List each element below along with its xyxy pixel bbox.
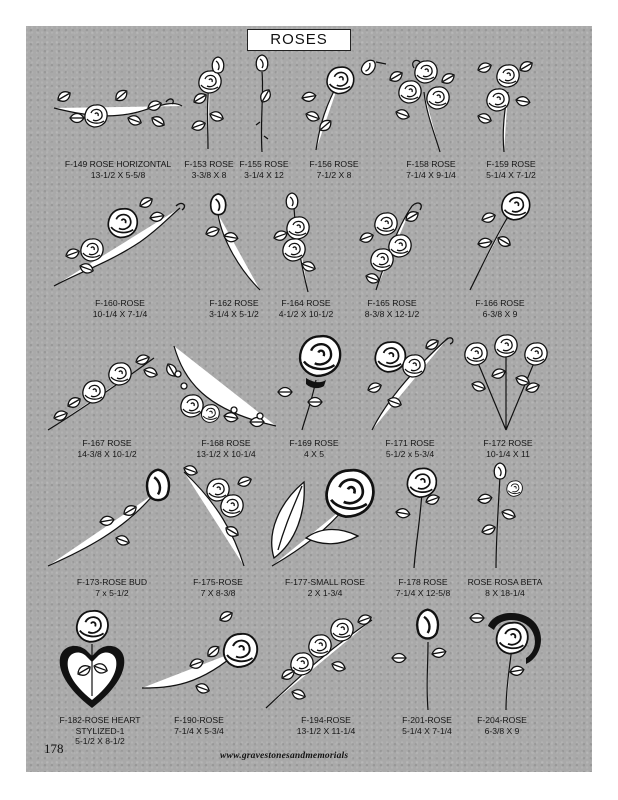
rose-f156-art — [300, 56, 387, 151]
rose-f160-art — [53, 194, 186, 287]
rose-f175-art — [181, 464, 254, 567]
rose-f190-art — [141, 610, 259, 696]
rose-f158-art — [387, 59, 458, 153]
rose-f162-art — [203, 193, 261, 291]
website-footer: www.gravestonesandmemorials — [220, 751, 349, 761]
rose-heart-f182-art — [59, 609, 125, 708]
rose-f178-art — [394, 467, 442, 569]
rose-f159-art — [475, 58, 536, 153]
rose-f171-art — [365, 336, 454, 431]
rose-f201-art — [391, 608, 448, 711]
rose-f155-art — [255, 54, 274, 153]
rose-f204-art — [469, 612, 541, 711]
rose-horizontal-art — [53, 86, 183, 130]
small-rose-f177-art — [271, 468, 375, 567]
rose-f172-art — [464, 334, 548, 431]
page-number: 178 — [44, 741, 64, 756]
rose-f166-art — [469, 191, 531, 291]
rose-f194-art — [265, 612, 374, 709]
rose-f167-art — [47, 352, 160, 431]
catalog-sheet — [26, 26, 592, 772]
rose-bud-f173-art — [47, 468, 171, 567]
rose-f165-art — [357, 202, 422, 291]
rose-f168-art — [164, 345, 277, 428]
rose-f153-art — [189, 56, 226, 150]
rose-f169-art — [277, 334, 342, 431]
page-title: ROSES — [247, 29, 351, 51]
rose-f164-art — [272, 192, 318, 293]
rose-rosa-beta-art — [476, 462, 523, 569]
